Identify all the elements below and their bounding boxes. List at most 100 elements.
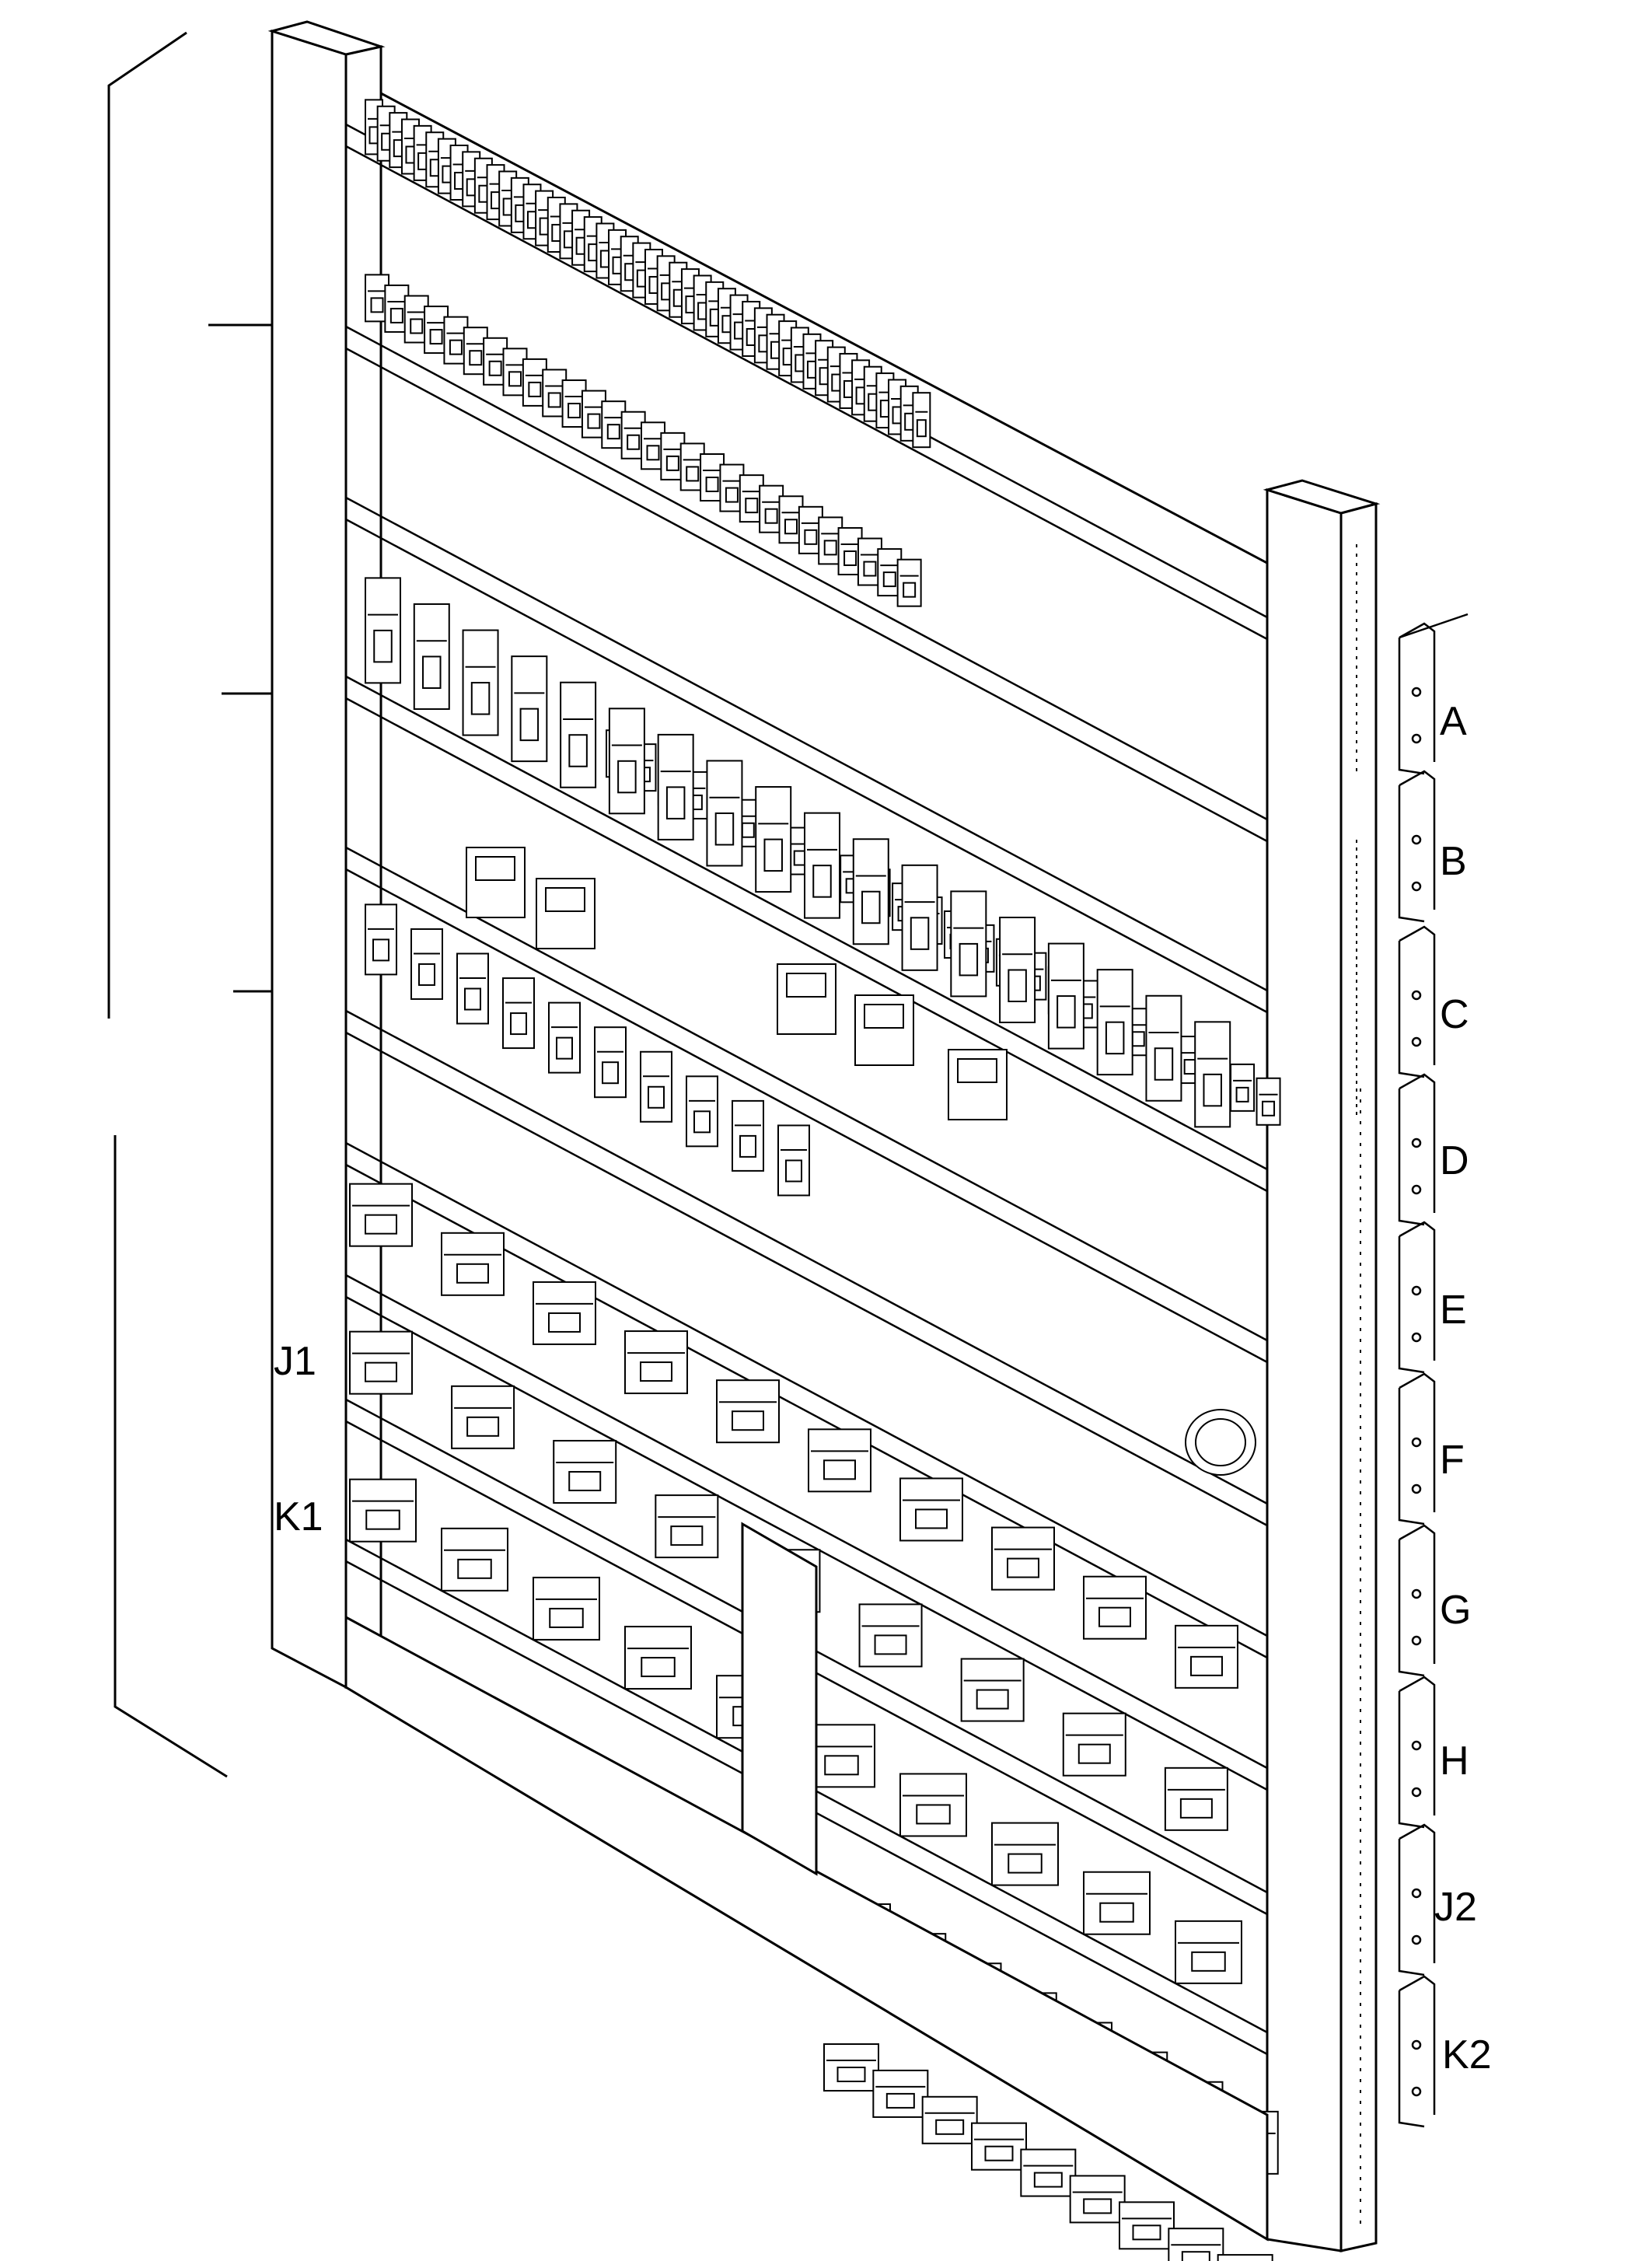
rail-bracket <box>1398 925 1436 1078</box>
module <box>991 1822 1059 1886</box>
module <box>365 903 397 976</box>
module <box>732 1099 764 1172</box>
rail-bracket <box>1398 1524 1436 1677</box>
rail-line <box>345 846 1268 1342</box>
module <box>858 1603 923 1668</box>
module <box>349 1183 413 1247</box>
rail-line <box>345 697 1268 1193</box>
module <box>1175 1920 1242 1984</box>
rail-label-f: F <box>1440 1438 1465 1483</box>
module <box>1096 969 1133 1076</box>
module <box>1194 1021 1231 1128</box>
module <box>1168 2228 1224 2261</box>
rail-line <box>345 496 1268 992</box>
module <box>823 2043 879 2092</box>
module <box>777 1124 810 1197</box>
module <box>533 1576 600 1641</box>
rail-label-c: C <box>1440 992 1469 1037</box>
rail-bracket <box>1398 1073 1436 1226</box>
rail-label-b: B <box>1440 839 1467 884</box>
lower-duct <box>344 1522 1269 2242</box>
module <box>1175 1624 1238 1689</box>
rail-label-k2: K2 <box>1442 2032 1492 2078</box>
module <box>1083 1575 1147 1640</box>
module <box>511 655 548 763</box>
module <box>349 1330 413 1395</box>
module <box>1164 1767 1228 1831</box>
rail-label-j2: J2 <box>1434 1885 1477 1930</box>
rail-line <box>345 145 1268 641</box>
module <box>560 681 597 788</box>
rail-end-brackets <box>1398 613 1469 2128</box>
round-gauge <box>1185 1409 1256 1476</box>
left-labels: J1 K1 <box>274 1339 323 1539</box>
module <box>451 1385 515 1449</box>
module <box>899 1477 963 1542</box>
module <box>608 708 645 815</box>
module <box>921 2095 978 2144</box>
rail-line <box>345 1031 1268 1527</box>
module <box>912 392 931 449</box>
rail-line <box>345 1274 1268 1770</box>
module <box>533 1281 596 1345</box>
rail-line <box>345 1141 1268 1637</box>
module <box>706 760 743 867</box>
module <box>502 977 535 1050</box>
rail-bracket <box>1398 770 1436 923</box>
module <box>1069 2175 1126 2224</box>
device <box>536 878 595 949</box>
module <box>739 474 764 523</box>
module <box>1083 1871 1151 1935</box>
module <box>686 1075 718 1148</box>
module <box>899 1773 967 1837</box>
module <box>1119 2201 1175 2250</box>
right-rail-labels: A B C D E F G H J2 K2 <box>1434 699 1492 2078</box>
module <box>971 2122 1027 2171</box>
module <box>1145 994 1182 1102</box>
module <box>808 1724 875 1788</box>
rail-label-g: G <box>1440 1588 1471 1633</box>
module <box>999 916 1036 1023</box>
label-k1: K1 <box>274 1494 323 1539</box>
rail-bracket <box>1398 1975 1436 2128</box>
device <box>948 1049 1008 1120</box>
rail-line <box>345 347 1268 843</box>
module <box>1020 2148 1077 2197</box>
module <box>548 1001 581 1074</box>
module <box>872 2069 929 2118</box>
rail-label-a: A <box>1440 699 1467 744</box>
module <box>755 786 792 893</box>
left-post <box>267 20 386 1690</box>
module <box>624 1626 692 1690</box>
rail-bracket <box>1398 1372 1436 1525</box>
module <box>901 864 938 971</box>
rail-bracket <box>1398 1676 1436 1829</box>
rail-line <box>345 1009 1268 1505</box>
rail-bracket <box>1398 1823 1436 1976</box>
module <box>624 1330 688 1395</box>
module <box>1256 1077 1281 1126</box>
module <box>1230 1063 1256 1112</box>
module <box>1217 2254 1273 2261</box>
module <box>640 1050 672 1123</box>
rail-line <box>345 325 1268 821</box>
module <box>950 890 987 998</box>
module <box>462 629 499 736</box>
module <box>716 1379 780 1444</box>
module <box>1047 942 1084 1050</box>
callout-line <box>1399 613 1469 639</box>
rail-label-h: H <box>1440 1739 1469 1784</box>
module <box>349 1478 417 1543</box>
module <box>896 558 922 607</box>
module <box>804 812 840 919</box>
rail-bracket <box>1398 1221 1436 1374</box>
rail-line <box>345 1295 1268 1791</box>
device <box>777 963 836 1035</box>
module <box>365 577 401 684</box>
module <box>456 952 489 1025</box>
rail-line <box>345 675 1268 1171</box>
right-post <box>1263 479 1381 2252</box>
module <box>852 838 889 945</box>
module <box>553 1439 617 1504</box>
